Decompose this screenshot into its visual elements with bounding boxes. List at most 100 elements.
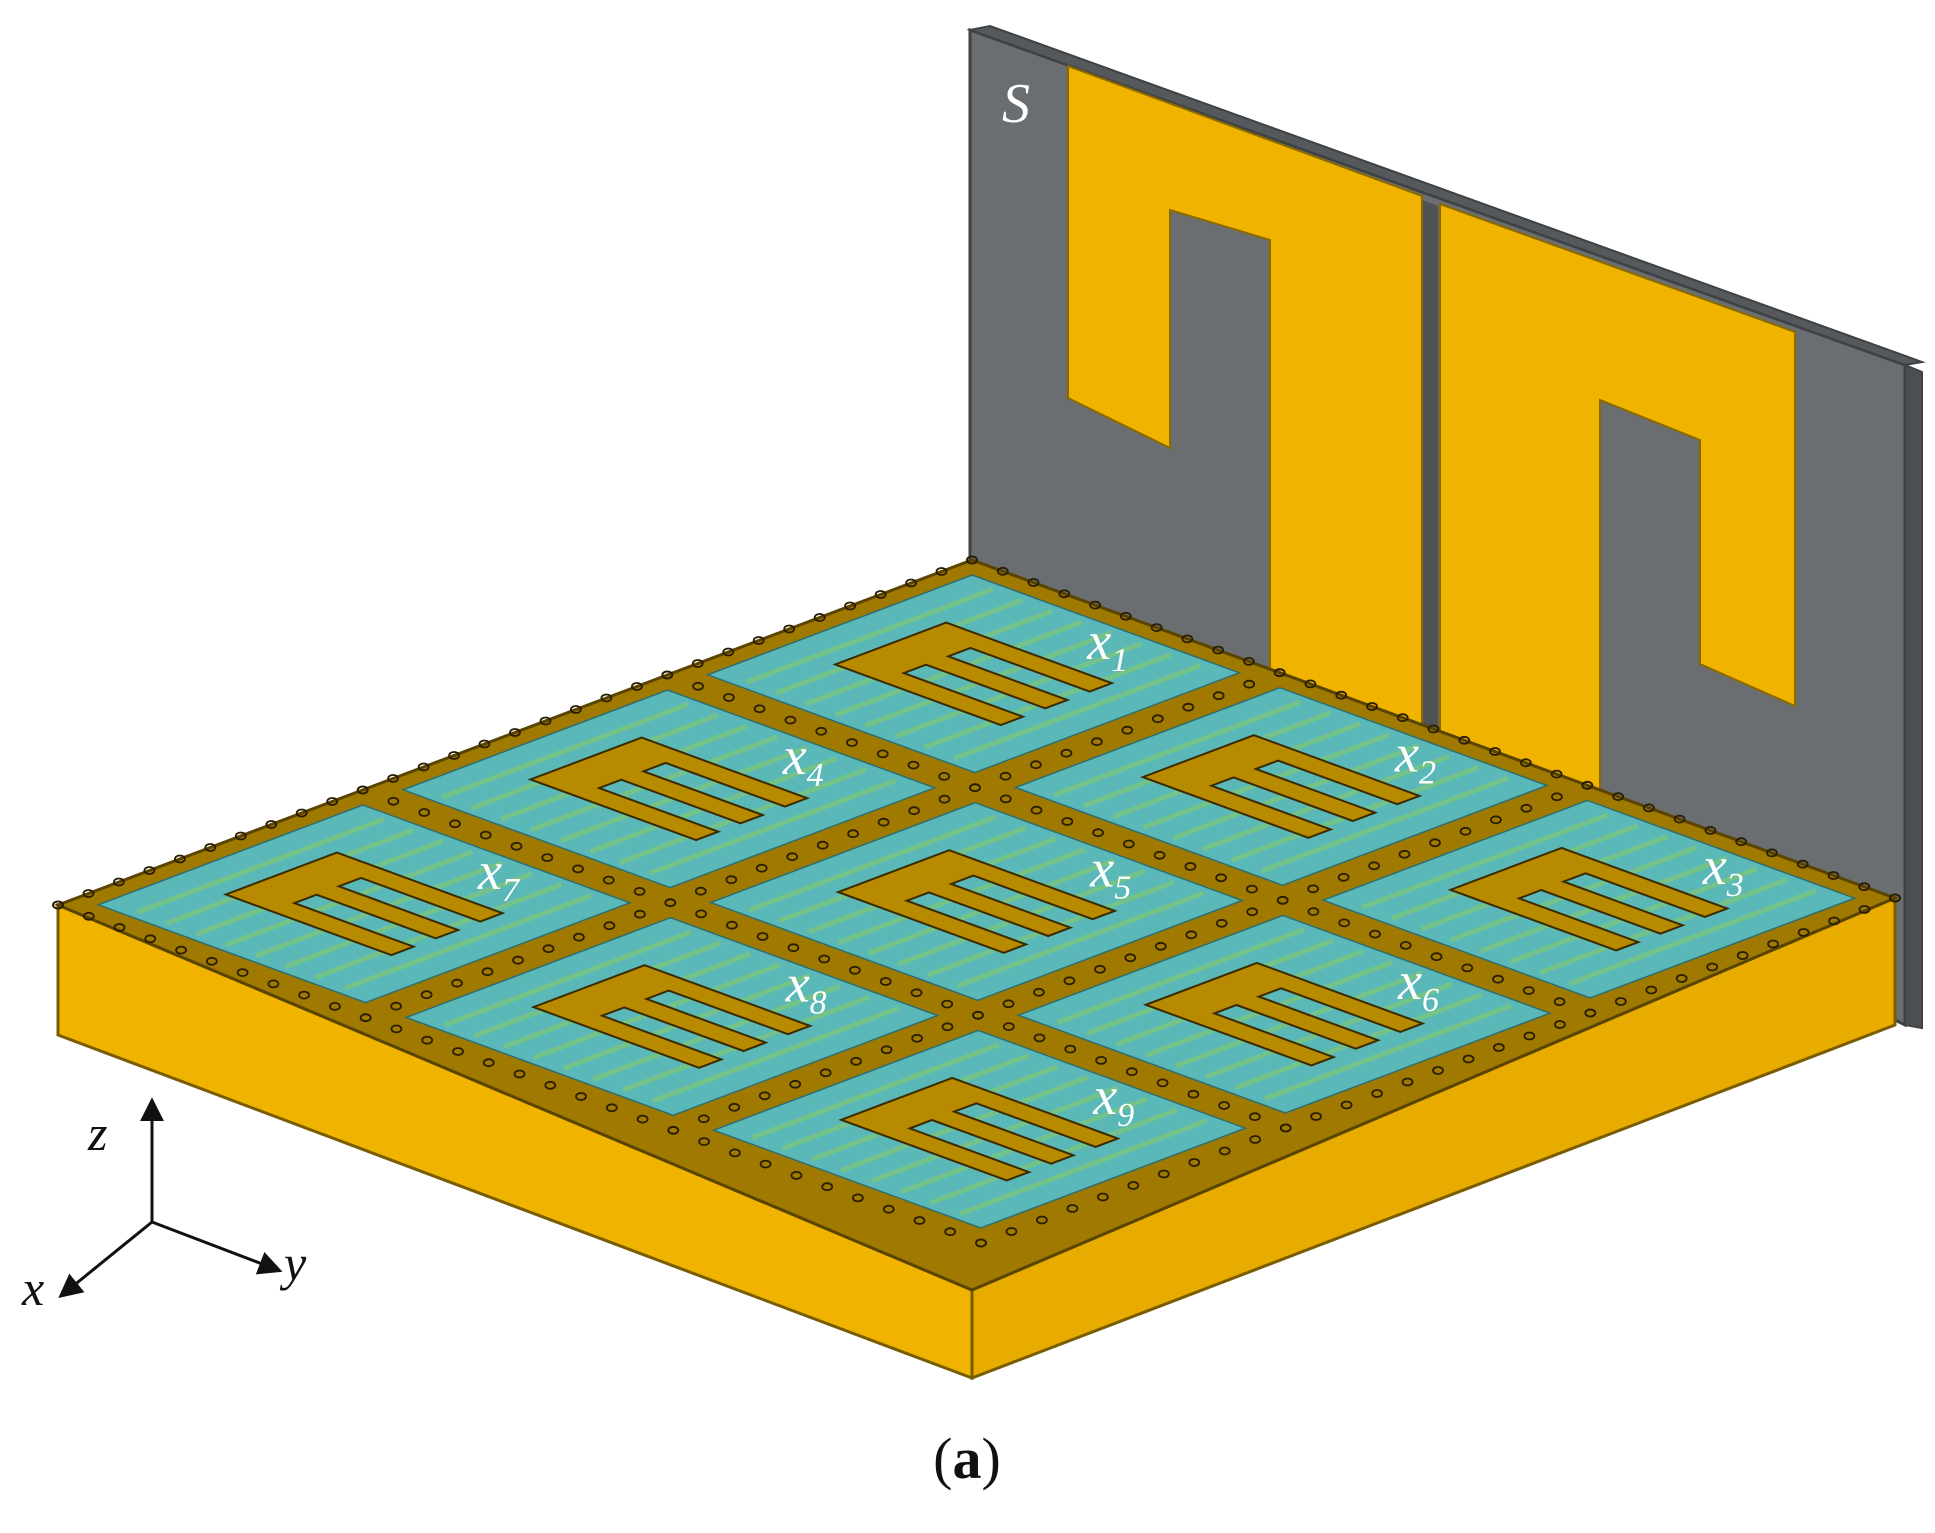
wall-top-edge <box>966 24 1926 367</box>
frame-hole <box>600 693 613 703</box>
via-stripe <box>959 1118 1208 1216</box>
frame-hole <box>1002 1022 1015 1031</box>
unit-cell-2 <box>1013 686 1550 887</box>
via-stripe <box>1361 812 1609 910</box>
frame-hole <box>879 977 892 986</box>
cell-e-patch <box>1447 846 1731 952</box>
frame-hole <box>935 567 948 576</box>
frame-hole <box>633 887 646 896</box>
frame-hole <box>1675 974 1688 983</box>
frame-hole <box>1827 871 1840 880</box>
frame-hole <box>1828 916 1840 926</box>
frame-hole <box>1030 760 1042 770</box>
frame-hole <box>1584 1008 1597 1018</box>
frame-hole <box>1304 679 1317 689</box>
cell-label-sub: 8 <box>810 985 827 1022</box>
frame-hole <box>905 578 917 588</box>
frame-hole <box>631 682 643 691</box>
cell-e-patch <box>222 851 506 957</box>
frame-hole <box>1061 817 1074 826</box>
frame-hole <box>999 794 1012 804</box>
frame-hole <box>913 1216 926 1225</box>
frame-hole <box>542 944 555 954</box>
axis-x-label: x <box>21 1260 44 1316</box>
cell-e-patch <box>1139 734 1423 839</box>
frame-hole <box>847 829 859 839</box>
frame-hole <box>996 566 1009 576</box>
frame-hole <box>877 817 890 827</box>
frame-hole <box>1519 758 1532 768</box>
frame-hole <box>1338 918 1351 928</box>
frame-hole <box>1523 1031 1536 1041</box>
frame-hole <box>999 771 1012 781</box>
frame-hole <box>876 749 889 759</box>
frame-hole <box>390 1024 403 1034</box>
unit-cell-5 <box>708 801 1245 1002</box>
frame-hole <box>634 909 646 919</box>
frame-hole <box>846 738 858 747</box>
frame-hole <box>449 819 461 829</box>
via-stripe <box>1264 1003 1512 1101</box>
frame-hole <box>387 774 400 783</box>
cell-label-var: x <box>782 726 807 786</box>
frame-hole <box>541 853 554 862</box>
frame-hole <box>852 1193 864 1203</box>
frame-hole <box>1246 907 1259 917</box>
frame-hole <box>478 739 491 749</box>
frame-hole <box>910 988 923 998</box>
frame-hole <box>1335 690 1348 700</box>
wall-meander-left <box>1067 64 1423 754</box>
frame-hole <box>1340 1100 1353 1110</box>
axis-y-label: y <box>279 1235 307 1291</box>
frame-hole <box>328 1002 341 1011</box>
via-stripe <box>651 1005 900 1104</box>
frame-hole <box>513 1069 526 1079</box>
frame-hole <box>1185 930 1198 940</box>
frame-hole <box>664 898 677 908</box>
frame-hole <box>907 760 920 770</box>
frame-hole <box>575 1092 587 1101</box>
frame-hole <box>908 806 920 816</box>
frame-hole <box>387 796 400 806</box>
frame-hole <box>510 841 523 851</box>
via-stripe <box>136 817 385 915</box>
frame-hole <box>481 967 494 977</box>
frame-hole <box>144 934 157 944</box>
frame-hole <box>1554 1020 1566 1029</box>
panel-caption: (a) <box>933 1426 1001 1491</box>
panel-caption-open: ( <box>933 1426 952 1491</box>
frame-hole <box>1550 769 1563 779</box>
frame-hole <box>512 955 524 965</box>
frame-hole <box>941 999 954 1009</box>
unit-cell-7 <box>96 804 633 1004</box>
frame-hole <box>692 681 704 691</box>
frame-hole <box>1182 702 1195 712</box>
cell-label-var: x <box>1086 611 1111 671</box>
frame-hole <box>789 1079 802 1089</box>
coordinate-axes: z y x <box>21 1097 307 1316</box>
frame-hole <box>1212 691 1225 701</box>
frame-hole <box>636 1114 649 1124</box>
wall-edge <box>1904 363 1923 1030</box>
frame-hole <box>1156 1078 1169 1088</box>
cell-label-5: x5 <box>1089 839 1131 907</box>
cell-label-sub: 1 <box>1111 642 1128 679</box>
frame-hole <box>1212 645 1224 655</box>
frame-hole <box>1766 848 1778 858</box>
frame-hole <box>1645 985 1658 995</box>
frame-hole <box>1736 951 1749 960</box>
frame-hole <box>818 954 831 964</box>
frame-hole <box>448 751 461 760</box>
frame-hole <box>1371 1089 1383 1098</box>
frame-hole <box>234 831 247 841</box>
frame-hole <box>1366 702 1378 711</box>
axis-x-line <box>58 1220 153 1299</box>
frame-hole <box>1005 1227 1018 1236</box>
frame-hole <box>1276 895 1289 905</box>
cell-label-var: x <box>1397 951 1422 1011</box>
cell-e-patch <box>530 964 814 1069</box>
via-stripe <box>751 1042 1000 1140</box>
frame-hole <box>205 956 218 966</box>
frame-hole <box>1181 634 1194 644</box>
via-stripe <box>748 814 997 913</box>
